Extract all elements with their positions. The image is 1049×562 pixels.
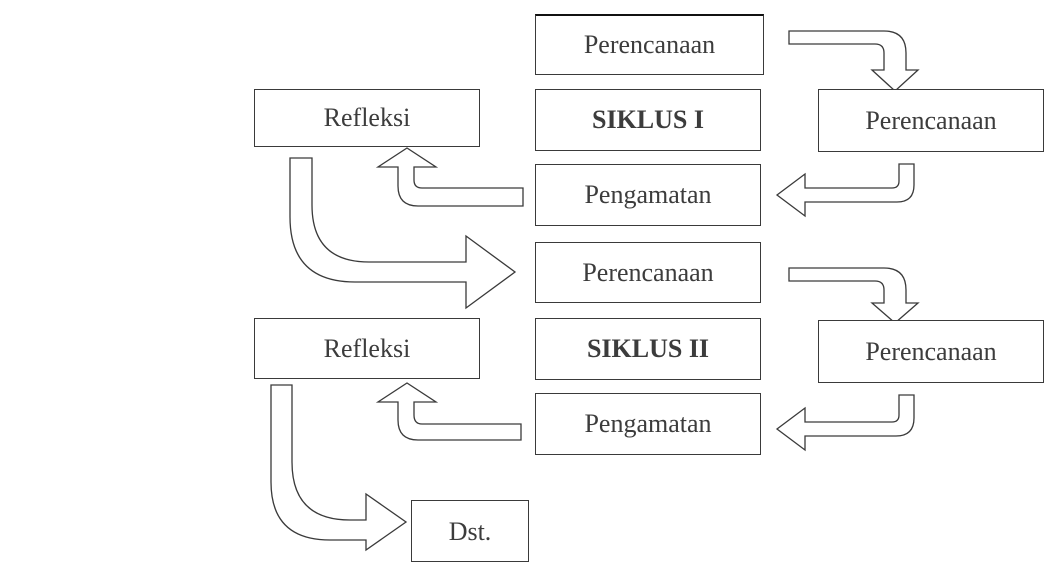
cycle2-reflection-box: Refleksi [254, 318, 480, 379]
cycle1-reflection-box: Refleksi [254, 89, 480, 147]
arrow-left-to-next-cycle [289, 157, 517, 310]
cycle1-observation-label: Pengamatan [584, 180, 712, 209]
cycle1-reflection-label: Refleksi [323, 103, 411, 132]
arrow-right-to-bottom-c2 [775, 394, 915, 452]
cycle2-planning-top-label: Perencanaan [582, 257, 714, 287]
cycle2-observation-label: Pengamatan [584, 409, 712, 438]
arrow-right-to-bottom-c1 [775, 163, 915, 218]
cycle2-observation-box: Pengamatan [535, 393, 761, 455]
arrow-left-to-dst [270, 384, 408, 552]
cycle1-title-box: SIKLUS I [535, 89, 761, 151]
arrow-bottom-to-left-c1 [375, 147, 524, 207]
cycle1-observation-box: Pengamatan [535, 164, 761, 226]
cycle1-planning-right-label: Perencanaan [865, 105, 997, 135]
continuation-label: Dst. [448, 517, 492, 546]
cycle2-planning-top-box: Perencanaan [535, 242, 761, 303]
arrow-top-to-right-c1 [788, 30, 920, 92]
cycle2-reflection-label: Refleksi [323, 333, 411, 363]
cycle1-title-label: SIKLUS I [592, 105, 704, 134]
cycle1-planning-top-box: Perencanaan [535, 14, 764, 75]
cycle2-title-label: SIKLUS II [586, 334, 710, 363]
arrow-bottom-to-left-c2 [375, 382, 522, 441]
cycle1-planning-right-box: Perencanaan [818, 89, 1044, 152]
cycle2-planning-right-label: Perencanaan [865, 336, 997, 366]
cycle2-planning-right-box: Perencanaan [818, 320, 1044, 383]
cycle1-planning-top-label: Perencanaan [583, 30, 716, 59]
arrow-top-to-right-c2 [788, 267, 920, 324]
continuation-box: Dst. [411, 500, 529, 562]
cycle2-title-box: SIKLUS II [535, 318, 761, 380]
